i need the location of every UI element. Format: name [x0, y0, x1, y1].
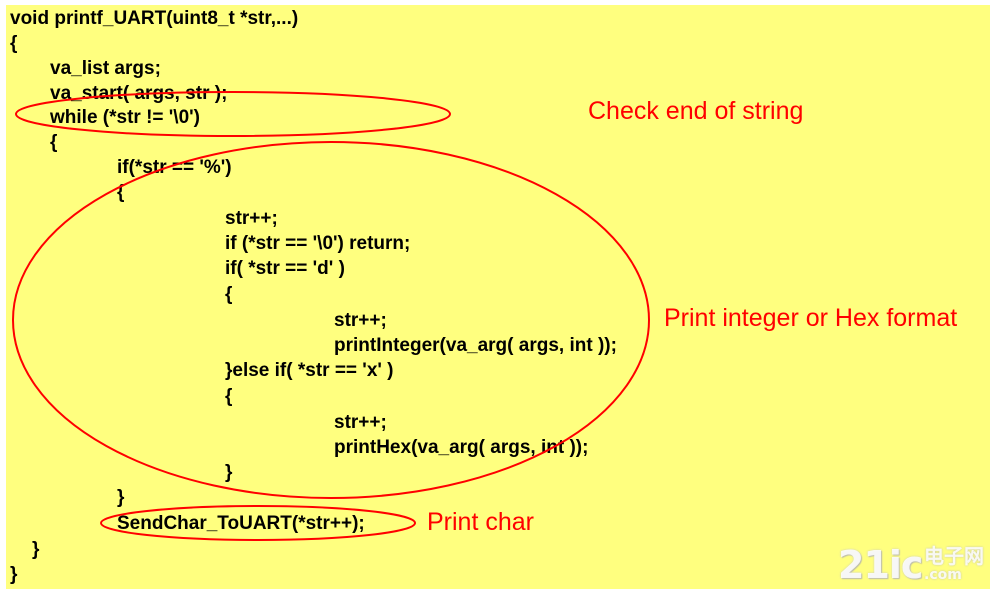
- code-line-8: {: [117, 182, 125, 203]
- code-line-11: if( *str == 'd' ): [225, 258, 345, 279]
- code-line-12: {: [225, 284, 233, 305]
- annotation-print-int-hex: Print integer or Hex format: [664, 304, 958, 332]
- code-line-3: va_list args;: [50, 58, 161, 79]
- code-line-2: {: [10, 33, 18, 54]
- code-line-7: if(*str == '%'): [117, 157, 232, 178]
- annotation-print-char: Print char: [427, 508, 534, 536]
- code-line-4: va_start( args, str );: [50, 83, 228, 104]
- code-line-21: SendChar_ToUART(*str++);: [117, 513, 365, 534]
- watermark-chinese: 电子网: [924, 544, 984, 568]
- code-line-18: printHex(va_arg( args, int ));: [334, 437, 589, 458]
- code-line-19: }: [225, 462, 233, 483]
- code-line-15: }else if( *str == 'x' ): [225, 360, 394, 381]
- code-line-20: }: [117, 487, 125, 508]
- code-line-17: str++;: [334, 412, 387, 433]
- code-line-9: str++;: [225, 208, 278, 229]
- code-line-1: void printf_UART(uint8_t *str,...): [10, 8, 299, 29]
- code-line-23: }: [10, 564, 18, 585]
- watermark-url: .com: [924, 567, 962, 583]
- code-line-22: }: [32, 539, 40, 560]
- watermark-logo: 21ic 电子网 .com: [838, 543, 988, 589]
- code-line-10: if (*str == '\0') return;: [225, 233, 411, 254]
- code-line-5: while (*str != '\0'): [50, 107, 200, 128]
- code-line-6: {: [50, 132, 58, 153]
- annotation-check-end: Check end of string: [588, 97, 804, 125]
- code-slide: void printf_UART(uint8_t *str,...) { va_…: [6, 5, 990, 589]
- code-line-16: {: [225, 386, 233, 407]
- watermark-logo-text: 21ic: [838, 543, 923, 587]
- code-line-14: printInteger(va_arg( args, int ));: [334, 335, 617, 356]
- code-line-13: str++;: [334, 310, 387, 331]
